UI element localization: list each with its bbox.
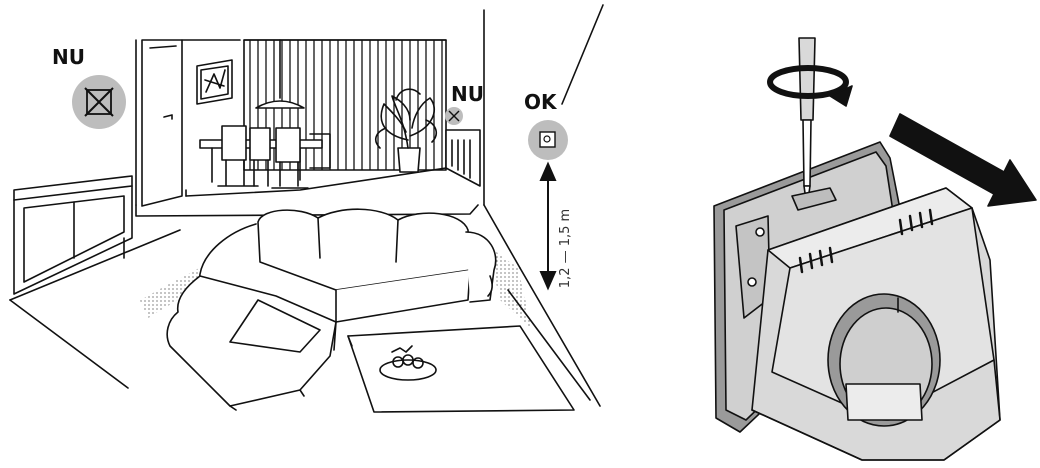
device-scene (713, 37, 1037, 461)
removal-arrow (889, 113, 1037, 207)
room-scene (9, 4, 604, 413)
callout-line (561, 4, 604, 105)
label-good: OK (524, 90, 557, 114)
rotation-arrow (767, 65, 853, 107)
badge-bad-left (72, 75, 126, 129)
rug-right (488, 246, 532, 330)
radiator (445, 129, 481, 187)
wall-picture (196, 59, 233, 105)
coffee-table (347, 325, 575, 413)
front-cover (751, 187, 1001, 461)
room-door (135, 39, 183, 207)
badge-good (528, 120, 568, 160)
sideboard (13, 175, 133, 295)
mount-height-label: 1,2 — 1,5 m (558, 208, 574, 289)
corner-sofa (166, 208, 497, 411)
label-bad-right: NU (451, 82, 484, 106)
badge-bad-right (445, 107, 463, 125)
dining-set (199, 125, 323, 189)
height-dimension-arrow (539, 161, 557, 291)
pendant-lamp (255, 39, 305, 109)
label-bad-left: NU (52, 45, 85, 69)
screwdriver (798, 37, 816, 201)
fruit-bowl (379, 345, 437, 381)
potted-plant (374, 88, 438, 173)
